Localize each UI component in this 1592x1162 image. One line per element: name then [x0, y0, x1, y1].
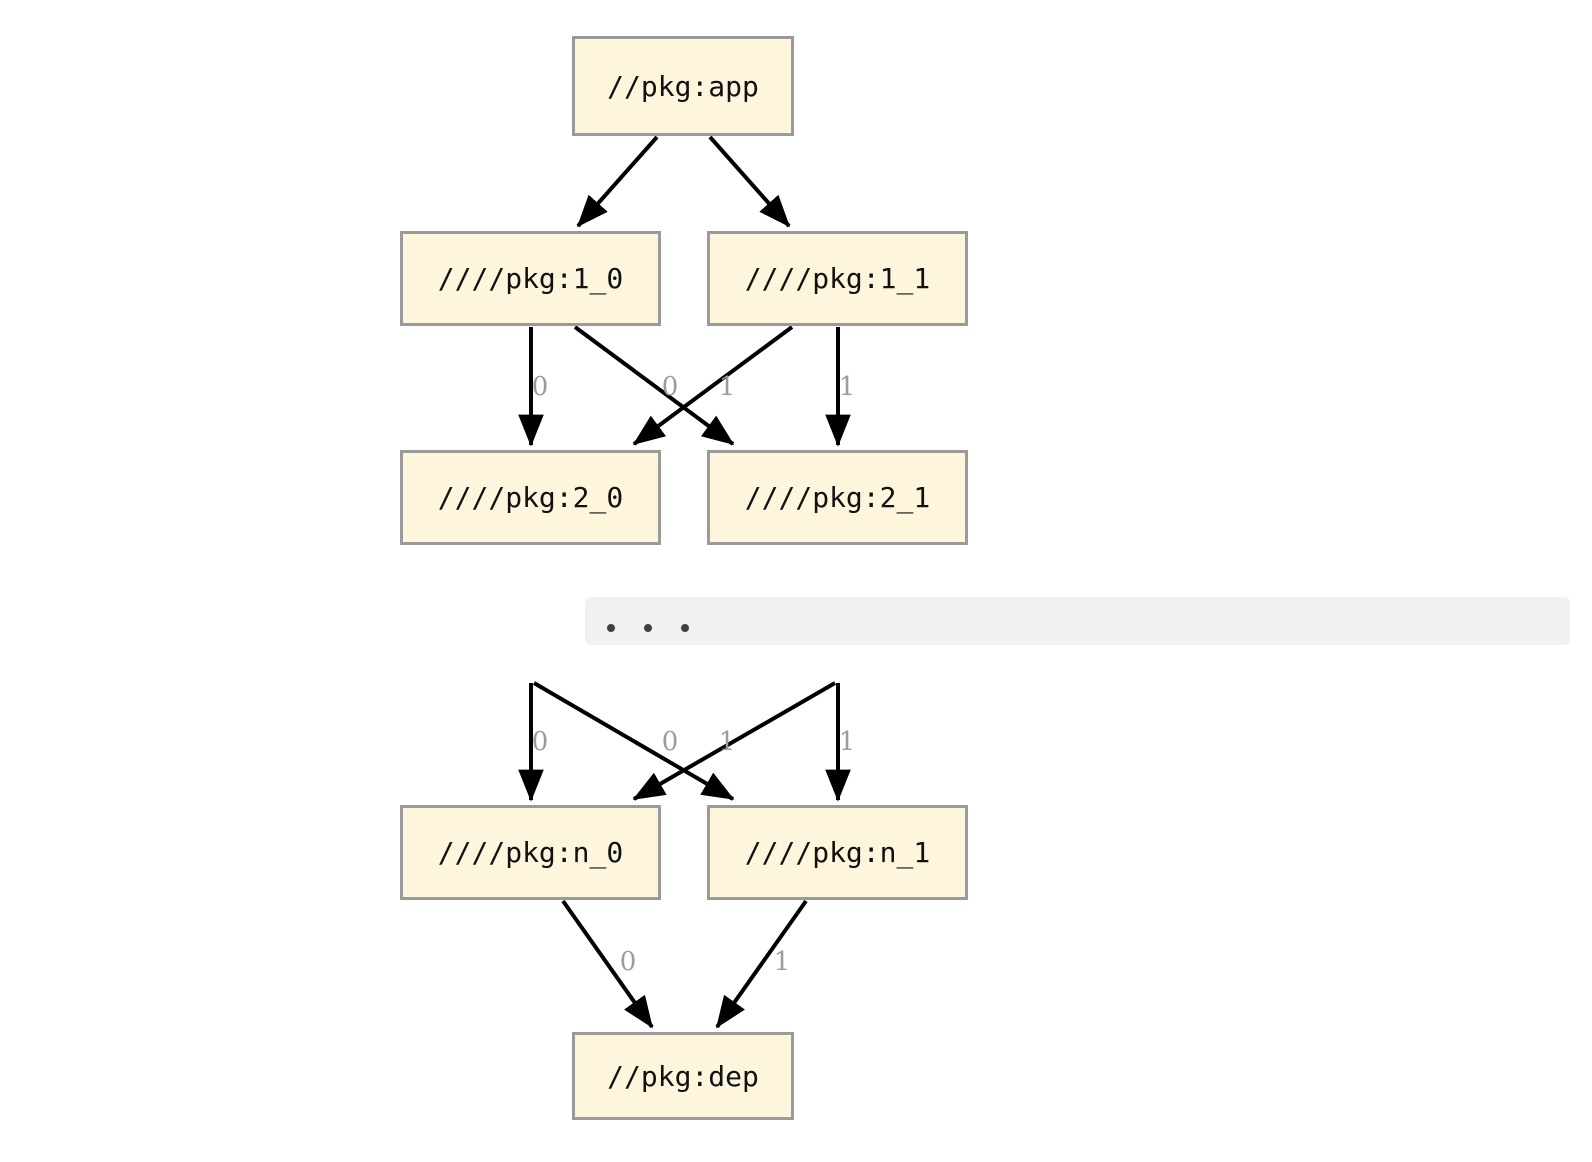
- graph-edge-label: 0: [661, 727, 679, 757]
- graph-edge-label: 1: [718, 727, 736, 757]
- graph-edge-label: 0: [619, 947, 637, 977]
- graph-edge: [632, 325, 794, 446]
- graph-node-label: ////pkg:2_1: [744, 481, 931, 514]
- graph-edge-label: 0: [531, 372, 549, 402]
- ellipsis-separator: [585, 597, 1570, 645]
- graph-edge-label: 1: [718, 372, 736, 402]
- graph-node-dep[interactable]: //pkg:dep: [572, 1032, 794, 1120]
- ellipsis-dots: [607, 624, 689, 632]
- graph-edge: [715, 899, 808, 1029]
- ellipsis-dot: [644, 624, 652, 632]
- graph-edge: [708, 135, 791, 228]
- graph-edges: [518, 135, 851, 1029]
- graph-edge-label: 0: [531, 727, 549, 757]
- graph-node-label: ////pkg:1_0: [437, 262, 624, 295]
- graph-node-label: //pkg:app: [607, 69, 759, 103]
- graph-node-nn_0[interactable]: ////pkg:n_0: [400, 805, 661, 900]
- graph-node-n2_0[interactable]: ////pkg:2_0: [400, 450, 661, 545]
- graph-node-label: ////pkg:1_1: [744, 262, 931, 295]
- graph-node-label: //pkg:dep: [607, 1059, 759, 1093]
- graph-edge: [576, 135, 659, 228]
- graph-node-nn_1[interactable]: ////pkg:n_1: [707, 805, 968, 900]
- graph-edge-label: 1: [773, 947, 791, 977]
- graph-node-n2_1[interactable]: ////pkg:2_1: [707, 450, 968, 545]
- graph-node-label: ////pkg:n_1: [744, 836, 931, 869]
- graph-edge: [573, 325, 735, 446]
- graph-node-n1_1[interactable]: ////pkg:1_1: [707, 231, 968, 326]
- graph-edge: [532, 681, 735, 801]
- graph-node-label: ////pkg:n_0: [437, 836, 624, 869]
- graph-edge-label: 0: [661, 372, 679, 402]
- ellipsis-dot: [607, 624, 615, 632]
- graph-node-label: ////pkg:2_0: [437, 481, 624, 514]
- graph-node-app[interactable]: //pkg:app: [572, 36, 794, 136]
- graph-edge: [561, 899, 654, 1029]
- graph-edge: [632, 681, 836, 801]
- graph-node-n1_0[interactable]: ////pkg:1_0: [400, 231, 661, 326]
- ellipsis-dot: [681, 624, 689, 632]
- graph-edge-label: 1: [838, 727, 856, 757]
- graph-edge-label: 1: [838, 372, 856, 402]
